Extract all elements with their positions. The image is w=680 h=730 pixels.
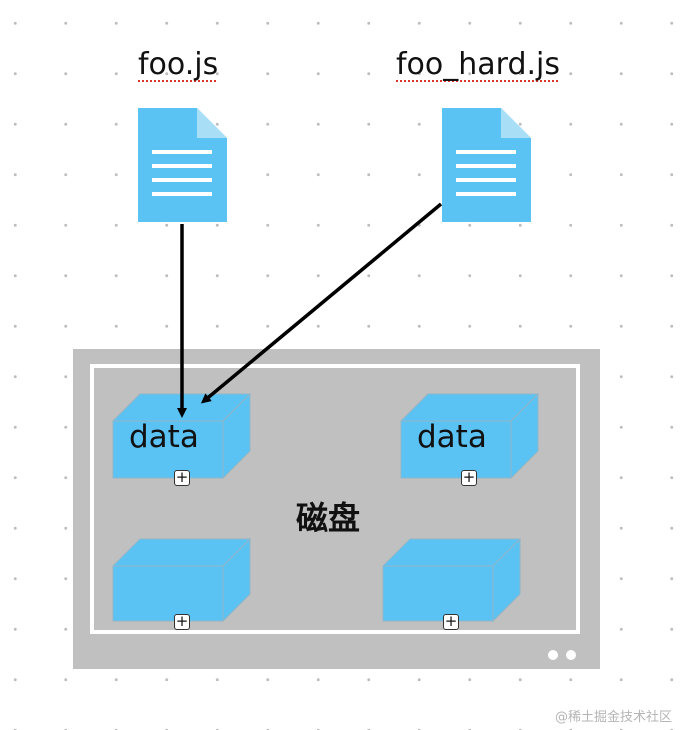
expand-button[interactable]: + (443, 612, 459, 630)
data-block[interactable] (111, 392, 252, 480)
data-block-label: data (129, 419, 199, 455)
data-block[interactable] (381, 537, 522, 623)
document-icon[interactable] (442, 108, 531, 222)
data-block[interactable] (111, 537, 252, 623)
disk-label: 磁盘 (296, 499, 361, 537)
disk-inner-border (90, 364, 580, 634)
document-icon[interactable] (138, 108, 227, 222)
arrow-foo-hard-to-data (200, 202, 443, 404)
expand-button[interactable]: + (174, 612, 190, 630)
file-label-foo: foo.js (138, 47, 219, 82)
watermark: @稀土掘金技术社区 (554, 710, 672, 725)
resize-handle-dot (548, 650, 558, 660)
data-block[interactable] (399, 392, 540, 480)
expand-button[interactable]: + (174, 468, 190, 486)
file-label-foo-hard: foo_hard.js (396, 47, 561, 82)
resize-handle-dot (566, 650, 576, 660)
expand-button[interactable]: + (461, 468, 477, 486)
data-block-label: data (417, 419, 487, 455)
